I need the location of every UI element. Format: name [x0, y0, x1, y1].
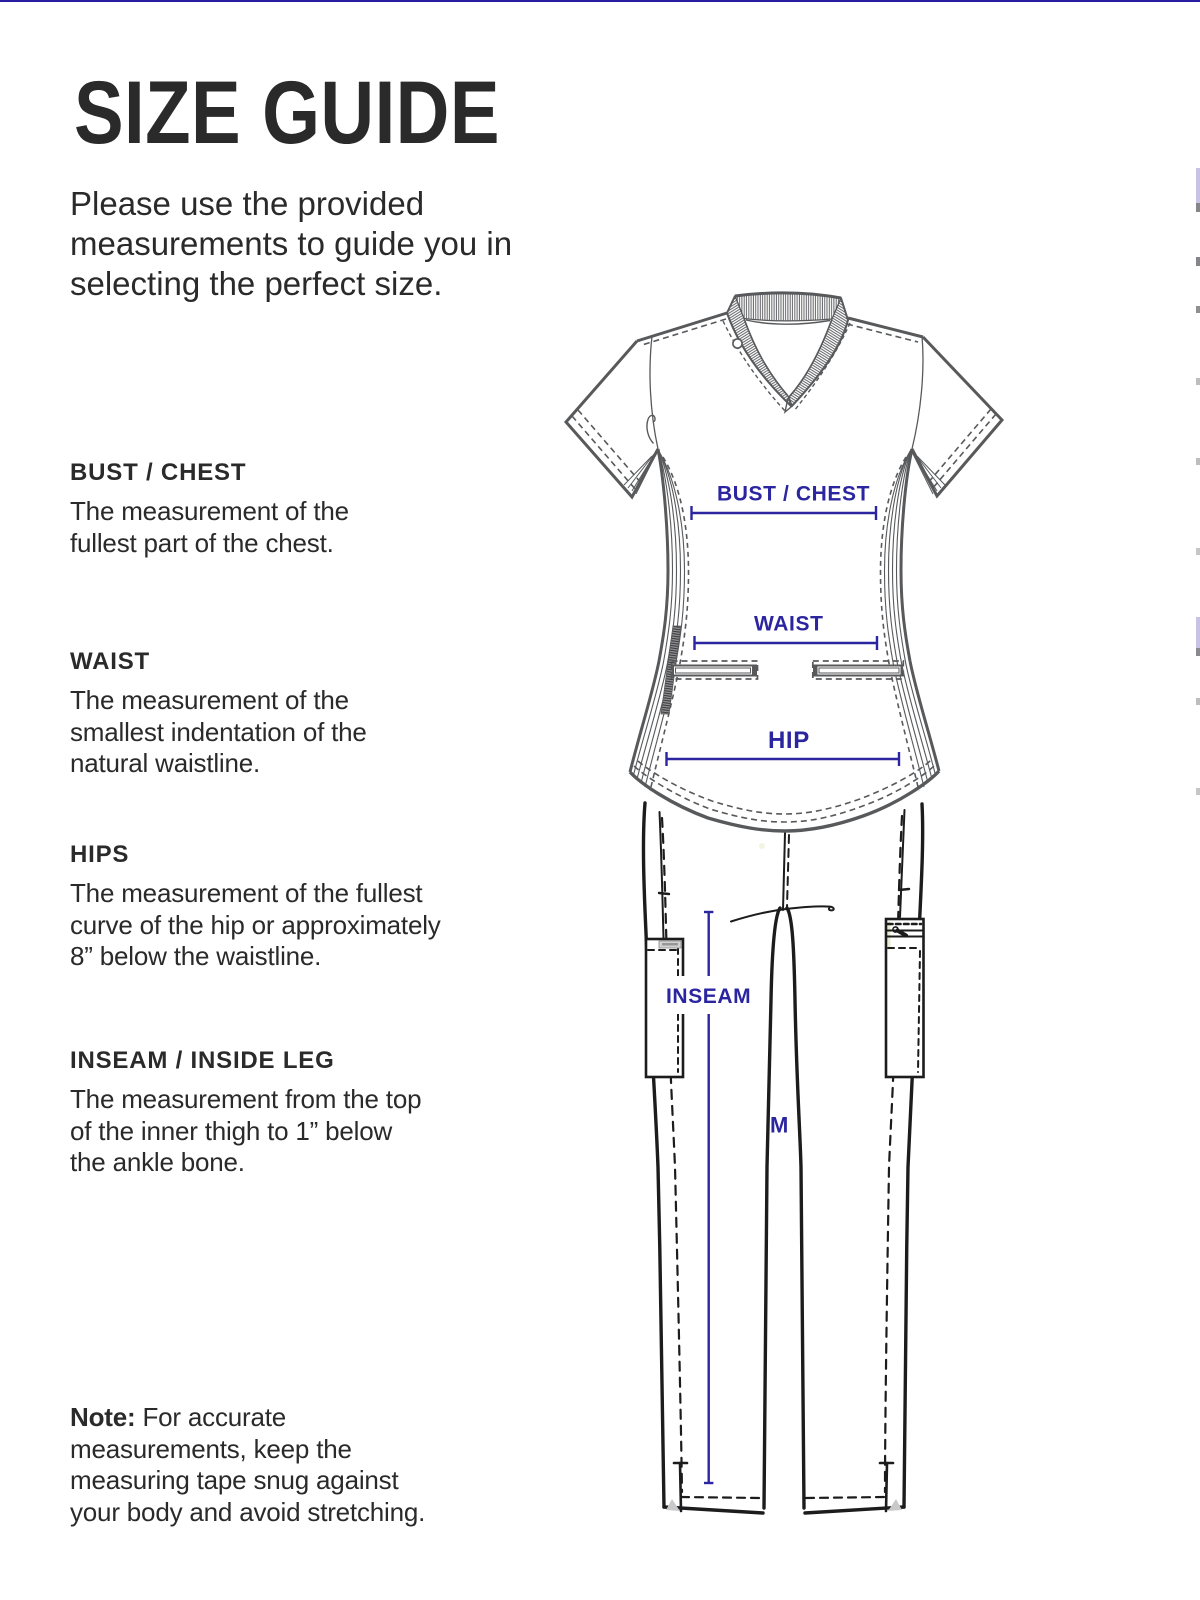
svg-text:M: M — [770, 1113, 789, 1138]
svg-text:WAIST: WAIST — [754, 613, 824, 636]
svg-text:INSEAM: INSEAM — [666, 985, 751, 1008]
svg-text:BUST / CHEST: BUST / CHEST — [717, 483, 870, 506]
svg-text:HIP: HIP — [768, 727, 810, 754]
